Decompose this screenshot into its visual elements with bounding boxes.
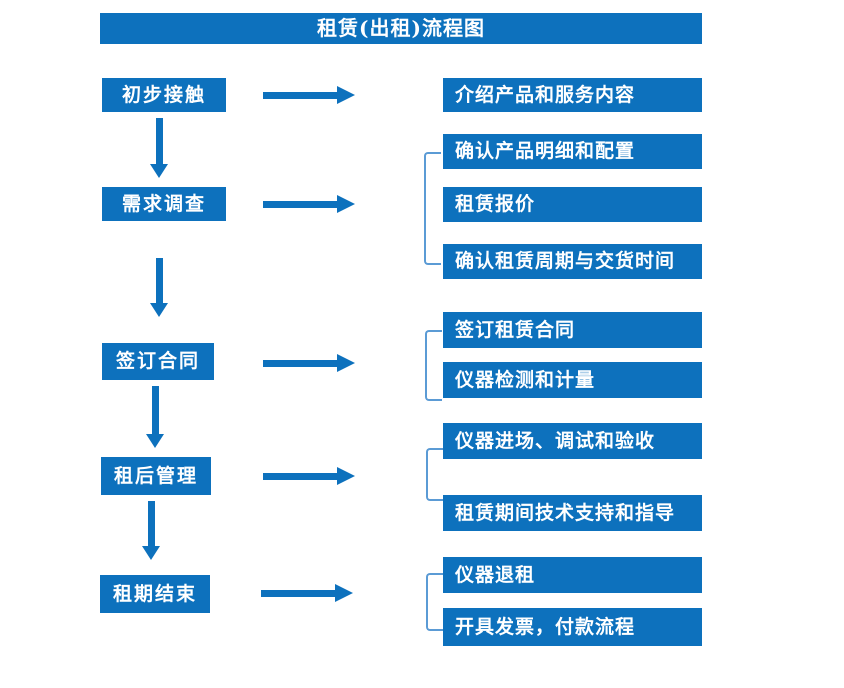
right-arrow-head-icon [335,584,353,602]
right-arrow-head-icon [337,195,355,213]
detail-box-introduce-products: 介绍产品和服务内容 [443,78,702,112]
group-bracket-demand-survey [424,152,441,265]
detail-box-sign-rental-contract: 签订租赁合同 [443,312,702,348]
detail-box-instrument-entry-acceptance: 仪器进场、调试和验收 [443,423,702,459]
down-arrow-head-icon [146,434,164,448]
step-box-demand-survey: 需求调查 [102,187,226,221]
step-box-rental-end: 租期结束 [100,575,210,613]
right-arrow-head-icon [337,354,355,372]
group-bracket-sign-contract [425,330,442,401]
detail-box-invoice-payment: 开具发票，付款流程 [443,608,702,646]
down-arrow-head-icon [150,303,168,317]
step-box-post-rental-management: 租后管理 [101,457,211,495]
right-arrow-head-icon [337,467,355,485]
down-arrow-head-icon [142,546,160,560]
down-arrow-head-icon [150,164,168,178]
step-box-initial-contact: 初步接触 [102,78,226,112]
detail-box-confirm-product-config: 确认产品明细和配置 [443,134,702,169]
page-title: 租赁(出租)流程图 [100,13,702,44]
detail-box-tech-support: 租赁期间技术支持和指导 [443,495,702,531]
detail-box-instrument-return: 仪器退租 [443,557,702,593]
detail-box-rental-quotation: 租赁报价 [443,187,702,222]
detail-box-confirm-period-delivery: 确认租赁周期与交货时间 [443,244,702,279]
detail-box-instrument-testing: 仪器检测和计量 [443,362,702,398]
right-arrow-head-icon [337,86,355,104]
group-bracket-post-rental [426,448,443,501]
group-bracket-rental-end [426,573,443,631]
step-box-sign-contract: 签订合同 [102,343,214,380]
